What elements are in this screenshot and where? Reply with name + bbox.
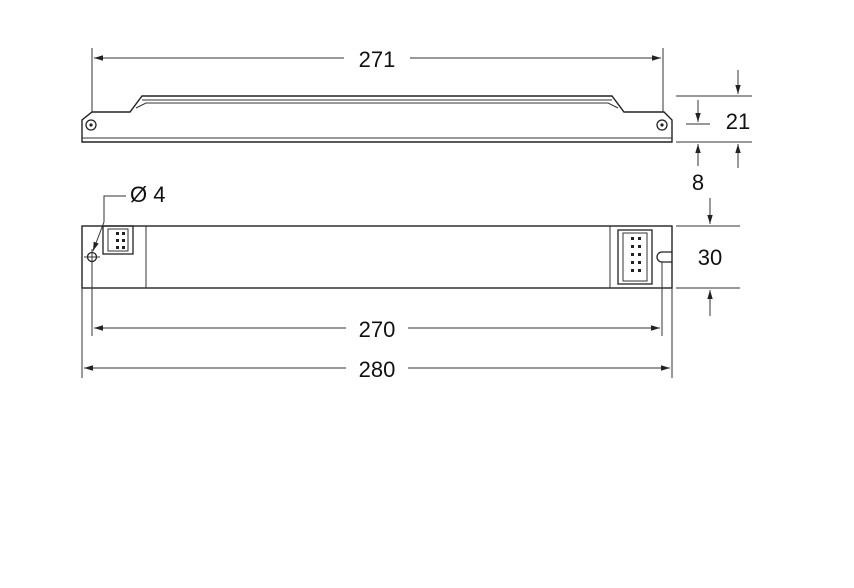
dim-270-label: 270 — [359, 317, 396, 342]
left-mount-hole-icon — [85, 119, 97, 131]
left-terminal-block — [102, 225, 134, 255]
right-mount-hole-icon — [656, 119, 668, 131]
dim-280-label: 280 — [359, 357, 396, 382]
right-slot-icon — [656, 251, 672, 263]
hole-diameter-label: Ø 4 — [130, 182, 165, 207]
left-mount-hole-center — [89, 123, 93, 127]
side-view-groove — [135, 102, 619, 109]
top-view-outline — [81, 225, 673, 289]
right-terminal-block — [617, 229, 653, 285]
left-terminal-inner — [107, 228, 129, 252]
hole-leader-line — [103, 195, 126, 222]
side-view: 271 21 8 — [81, 47, 752, 195]
top-view: Ø 4 30 270 280 — [81, 182, 740, 382]
right-terminal-inner — [622, 232, 648, 282]
left-terminal-pins — [116, 232, 125, 249]
hole-leader-arrow — [92, 221, 105, 252]
right-terminal-pins — [631, 237, 641, 272]
side-view-outline — [81, 95, 673, 143]
right-mount-hole-center — [660, 123, 664, 127]
dim-8-label: 8 — [692, 170, 704, 195]
dim-30-label: 30 — [698, 245, 722, 270]
dim-271-label: 271 — [359, 47, 396, 72]
dim-21-label: 21 — [726, 109, 750, 134]
